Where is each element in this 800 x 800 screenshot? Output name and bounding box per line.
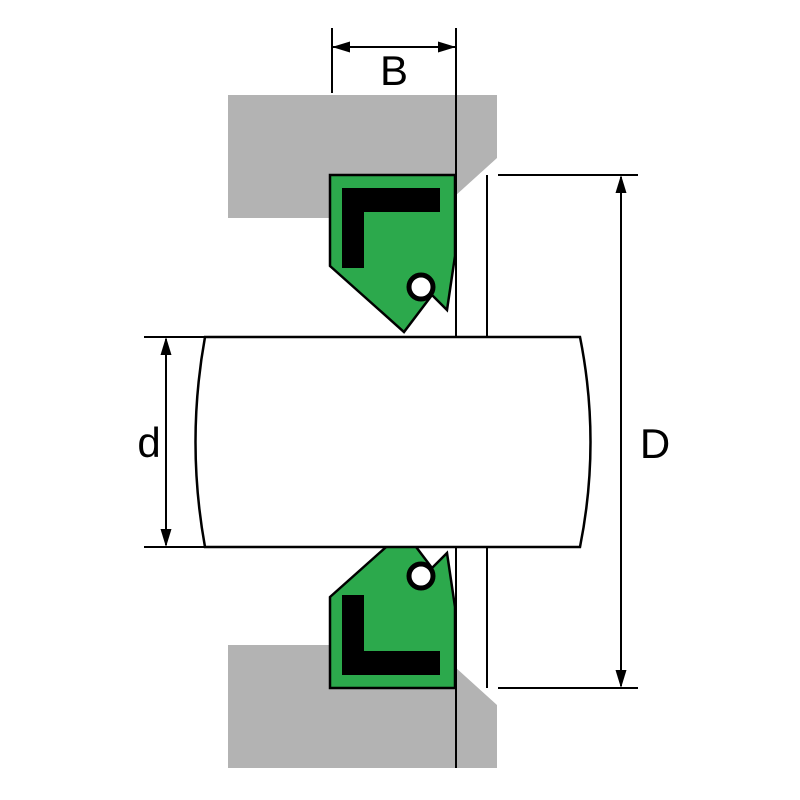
arrowhead-D-top xyxy=(615,175,627,193)
label-bore-diameter-D: D xyxy=(640,420,670,467)
seal-top xyxy=(328,173,457,334)
seal-bottom-metal-insert xyxy=(342,595,440,675)
label-seal-width-b: B xyxy=(380,47,408,94)
arrowhead-d-top xyxy=(160,337,172,355)
seal-top-metal-insert xyxy=(342,188,440,268)
garter-spring-top xyxy=(406,272,436,302)
housing-top xyxy=(228,95,497,218)
arrowhead-b-right xyxy=(438,41,456,53)
arrowhead-b-left xyxy=(332,41,350,53)
arrowhead-D-bottom xyxy=(615,670,627,688)
label-shaft-diameter-d: d xyxy=(137,419,160,466)
seal-bottom xyxy=(328,529,457,690)
arrowhead-d-bottom xyxy=(160,529,172,547)
housing-bottom xyxy=(228,645,497,768)
garter-spring-bottom xyxy=(406,561,436,591)
shaft xyxy=(194,335,592,549)
